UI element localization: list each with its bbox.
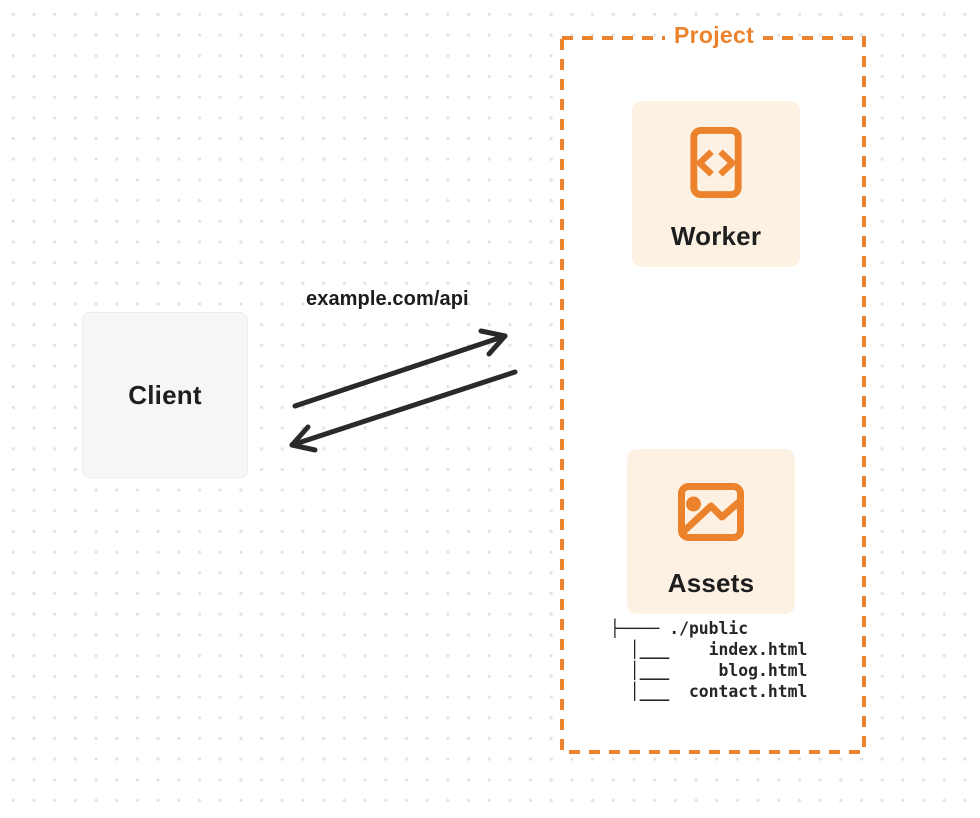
- image-icon: [678, 483, 744, 541]
- client-node: Client: [82, 312, 248, 478]
- request-arrow: [292, 328, 508, 409]
- assets-node: Assets: [627, 449, 795, 614]
- code-file-icon: [690, 127, 742, 198]
- assets-label: Assets: [667, 568, 755, 598]
- file-tree-item: │___ blog.html: [610, 661, 808, 680]
- worker-node: Worker: [632, 101, 800, 267]
- client-label: Client: [128, 379, 202, 410]
- file-tree-root: ├──── ./public: [610, 619, 749, 638]
- api-route-label: example.com/api: [306, 288, 469, 310]
- file-tree: ├──── ./public │___ index.html │___ blog…: [610, 618, 807, 702]
- worker-label: Worker: [670, 221, 762, 251]
- file-tree-item: │___ contact.html: [610, 682, 808, 701]
- response-arrow: [289, 369, 518, 453]
- file-tree-item: │___ index.html: [610, 640, 808, 659]
